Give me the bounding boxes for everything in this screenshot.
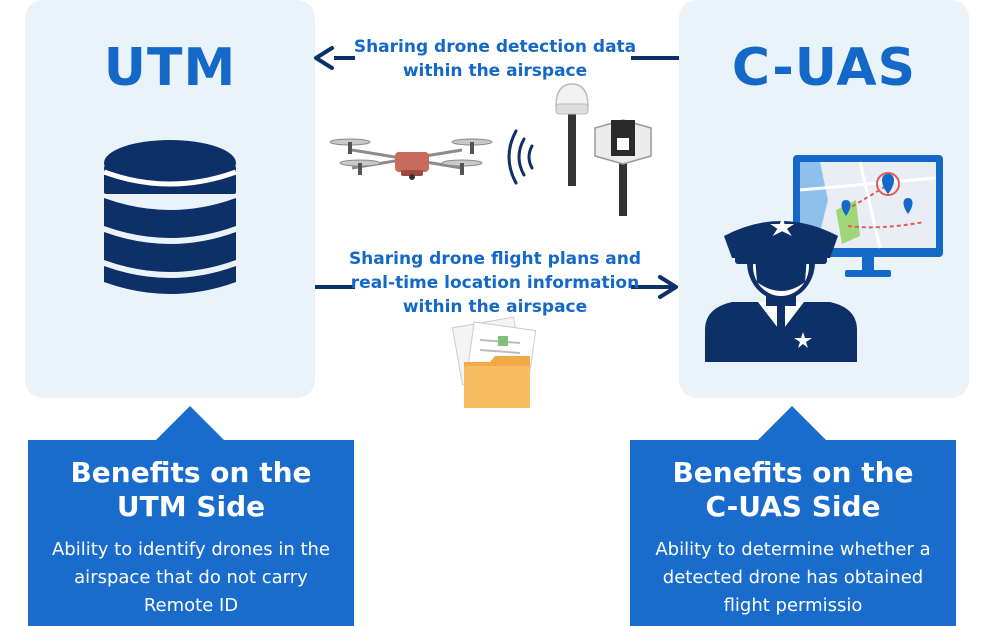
utm-panel: UTM bbox=[25, 0, 315, 398]
utm-benefit-text: Ability to identify drones in the airspa… bbox=[51, 539, 331, 616]
flow-label-flight-plans: Sharing drone flight plans and real-time… bbox=[348, 249, 642, 317]
cuas-title: C-UAS bbox=[731, 38, 917, 98]
folder-documents-icon bbox=[451, 316, 537, 408]
signal-waves-icon bbox=[507, 129, 534, 185]
cuas-benefit-box: Benefits on the C-UAS Side Ability to de… bbox=[630, 406, 956, 626]
radar-sensor-icon bbox=[594, 119, 652, 216]
drone-icon bbox=[329, 138, 493, 180]
police-officer-icon bbox=[705, 216, 857, 362]
map-monitor-icon bbox=[793, 155, 943, 277]
database-icon bbox=[103, 140, 237, 294]
arrow-to-cuas bbox=[315, 275, 678, 299]
cuas-benefit-text: Ability to determine whether a detected … bbox=[655, 539, 931, 616]
utm-title: UTM bbox=[103, 38, 237, 98]
utm-benefit-title: Benefits on the UTM Side bbox=[70, 456, 312, 523]
cuas-benefit-title: Benefits on the C-UAS Side bbox=[672, 456, 914, 523]
arrow-to-utm bbox=[314, 46, 679, 70]
antenna-sensor-icon bbox=[555, 83, 589, 186]
utm-benefit-box: Benefits on the UTM Side Ability to iden… bbox=[28, 406, 354, 626]
flow-label-detection: Sharing drone detection data within the … bbox=[353, 37, 637, 81]
